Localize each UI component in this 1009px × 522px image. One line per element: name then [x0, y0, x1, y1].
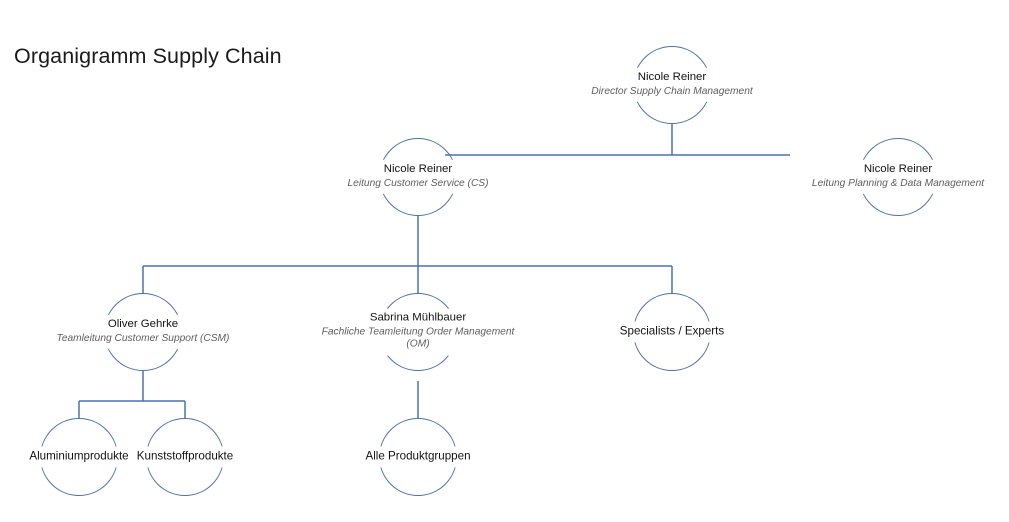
node-label: Aluminiumprodukte — [23, 446, 135, 468]
node-role: Fachliche Teamleitung Order Management (… — [321, 326, 515, 350]
node-role: Teamleitung Customer Support (CSM) — [56, 332, 230, 344]
node-label: Nicole Reiner Leitung Planning & Data Ma… — [805, 159, 991, 195]
node-label: Alle Produktgruppen — [359, 446, 477, 468]
node-name: Sabrina Mühlbauer — [369, 311, 467, 324]
node-label: Nicole Reiner Director Supply Chain Mana… — [585, 67, 759, 103]
node-name: Nicole Reiner — [863, 162, 933, 175]
node-label: Oliver Gehrke Teamleitung Customer Suppo… — [50, 314, 236, 350]
node-label: Specialists / Experts — [613, 321, 731, 343]
node-name: Alle Produktgruppen — [365, 449, 471, 463]
page-title: Organigramm Supply Chain — [14, 44, 282, 68]
node-role: Director Supply Chain Management — [591, 85, 753, 97]
node-label: Nicole Reiner Leitung Customer Service (… — [341, 159, 495, 195]
node-name: Nicole Reiner — [637, 70, 707, 83]
node-name: Specialists / Experts — [619, 324, 725, 338]
node-role: Leitung Customer Service (CS) — [347, 177, 489, 189]
node-name: Nicole Reiner — [383, 162, 453, 175]
node-name: Aluminiumprodukte — [29, 449, 129, 463]
node-role: Leitung Planning & Data Management — [811, 177, 985, 189]
node-label: Kunststoffprodukte — [130, 446, 240, 468]
node-name: Oliver Gehrke — [107, 317, 179, 330]
node-label: Sabrina Mühlbauer Fachliche Teamleitung … — [314, 308, 522, 356]
node-name: Kunststoffprodukte — [136, 449, 234, 463]
